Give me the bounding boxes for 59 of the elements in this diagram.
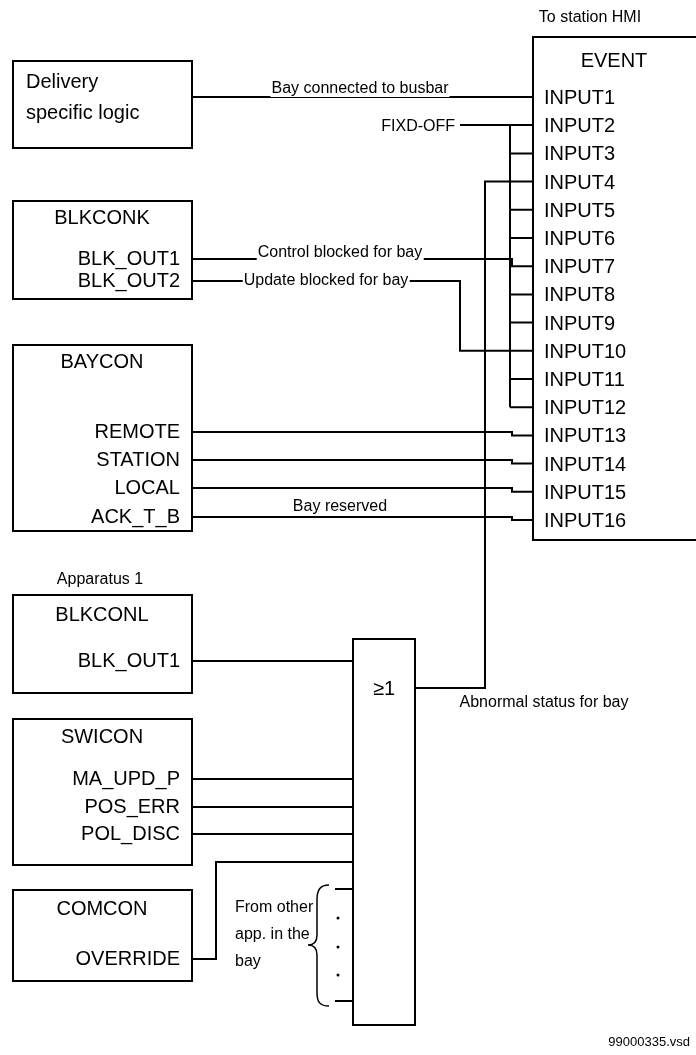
signal-name: BLK_OUT2 bbox=[77, 269, 180, 292]
connector-line bbox=[192, 516, 533, 521]
connector-line bbox=[415, 180, 533, 689]
signal-name: OVERRIDE bbox=[75, 946, 180, 970]
connector-line bbox=[192, 861, 353, 960]
signal-name: BLK_OUT1 bbox=[77, 246, 180, 270]
connector-line bbox=[192, 660, 353, 662]
connector-line bbox=[192, 487, 533, 493]
edge-label: Abnormal status for bay bbox=[458, 692, 630, 711]
signal-name: INPUT7 bbox=[544, 254, 616, 279]
connector-line bbox=[192, 431, 533, 437]
signal-name: INPUT15 bbox=[544, 479, 627, 504]
signal-name: INPUT16 bbox=[544, 508, 627, 532]
signal-name: POS_ERR bbox=[84, 794, 180, 818]
block-title: BAYCON bbox=[60, 349, 144, 373]
connector-line bbox=[192, 833, 353, 835]
signal-name: INPUT12 bbox=[544, 395, 627, 420]
signal-name: INPUT13 bbox=[544, 423, 627, 448]
signal-name: MA_UPD_P bbox=[72, 766, 180, 790]
block-title: BLKCONL bbox=[55, 602, 149, 626]
signal-name: BLK_OUT1 bbox=[77, 648, 180, 672]
file-name: 99000335.vsd bbox=[608, 1034, 690, 1050]
signal-name: STATION bbox=[96, 447, 180, 471]
signal-name: INPUT6 bbox=[544, 226, 616, 250]
signal-name: POL_DISC bbox=[81, 821, 180, 845]
signal-name: LOCAL bbox=[114, 475, 180, 499]
block-title: SWICON bbox=[60, 724, 144, 748]
signal-name: INPUT5 bbox=[544, 197, 616, 222]
block-title: COMCON bbox=[56, 896, 148, 920]
edge-label: Control blocked for bay bbox=[256, 242, 424, 261]
signal-name: INPUT2 bbox=[544, 113, 616, 138]
signal-name: INPUT9 bbox=[544, 310, 616, 335]
block-title: EVENT bbox=[580, 48, 648, 72]
signal-name: INPUT14 bbox=[544, 451, 627, 476]
block-caption: Apparatus 1 bbox=[56, 568, 144, 588]
connector-line bbox=[334, 888, 353, 890]
signal-name: INPUT1 bbox=[544, 85, 616, 109]
signal-name: INPUT3 bbox=[544, 141, 616, 166]
signal-name: INPUT10 bbox=[544, 338, 627, 363]
connector-line bbox=[334, 1000, 353, 1002]
note-text: From other app. in the bay bbox=[235, 897, 315, 971]
connector-line bbox=[192, 96, 533, 98]
signal-name: ACK_T_B bbox=[91, 504, 180, 528]
connector-line bbox=[192, 459, 533, 465]
block-title: BLKCONK bbox=[54, 205, 150, 229]
connector-line bbox=[192, 806, 353, 808]
connector-line bbox=[192, 778, 353, 780]
signal-name: INPUT8 bbox=[544, 282, 616, 307]
edge-label: Bay connected to busbar bbox=[270, 78, 450, 97]
signal-name: INPUT4 bbox=[544, 169, 616, 194]
signal-name: INPUT11 bbox=[544, 367, 625, 391]
edge-label: Bay reserved bbox=[291, 496, 389, 515]
connector-line bbox=[459, 124, 533, 409]
block-title: Delivery specific logic bbox=[26, 69, 141, 125]
block-caption: To station HMI bbox=[538, 6, 642, 26]
edge-label: Update blocked for bay bbox=[242, 270, 410, 289]
signal-label: FIXD-OFF bbox=[381, 115, 455, 135]
signal-name: REMOTE bbox=[94, 419, 180, 443]
gate-symbol: ≥1 bbox=[372, 676, 396, 700]
